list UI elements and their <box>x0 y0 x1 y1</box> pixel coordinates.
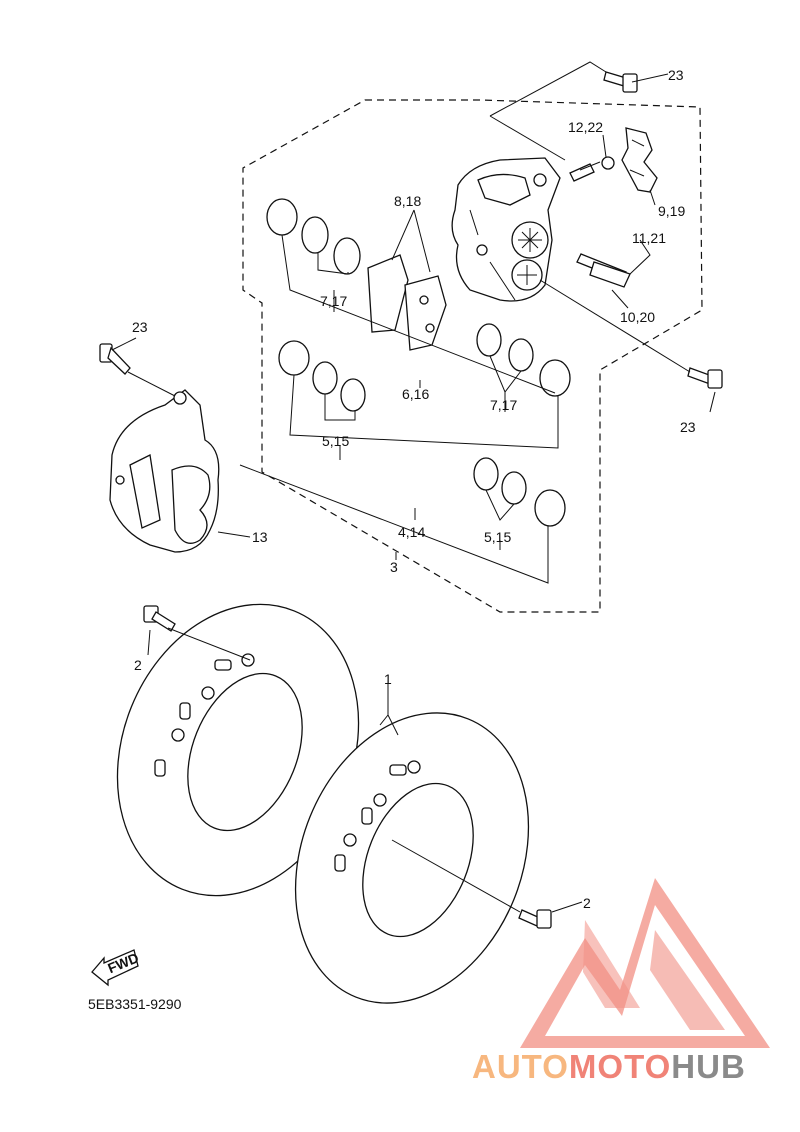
bolt-23-right <box>687 367 723 389</box>
watermark-logo-icon <box>520 878 770 1048</box>
callout-7-17-lower: 7,17 <box>490 397 517 413</box>
callout-4-14: 4,14 <box>398 524 425 540</box>
caliper-body-left <box>109 389 220 553</box>
watermark-wordmark: AUTOMOTOHUB <box>472 1048 792 1088</box>
bolt-23-left <box>99 343 131 375</box>
fwd-arrow-icon <box>91 949 139 987</box>
disc-bolt-right <box>518 909 552 929</box>
callout-3: 3 <box>390 559 398 575</box>
callout-8-18: 8,18 <box>394 193 421 209</box>
wordmark-part-auto: AUTO <box>472 1048 569 1085</box>
callout-11-21: 11,21 <box>632 230 666 246</box>
brake-disc-front <box>294 712 530 1004</box>
callout-23-top: 23 <box>668 67 684 83</box>
callout-23-right: 23 <box>680 419 696 435</box>
bolt-23-top <box>603 71 638 93</box>
piston-seals-upper <box>266 198 361 275</box>
leader-lines <box>111 61 716 913</box>
assembly-boundary <box>242 99 703 613</box>
caliper-body-right <box>451 157 561 302</box>
callout-12-22: 12,22 <box>568 119 603 135</box>
callout-23-left: 23 <box>132 319 148 335</box>
callout-5-15-upper: 5,15 <box>322 433 349 449</box>
callout-1: 1 <box>384 671 392 687</box>
wordmark-part-moto: MOTO <box>568 1048 672 1085</box>
brake-pads <box>367 254 447 351</box>
piston-seals-lower <box>473 457 566 527</box>
pad-pin <box>576 253 631 288</box>
callout-6-16: 6,16 <box>402 386 429 402</box>
brake-disc-rear <box>116 603 360 897</box>
callout-13: 13 <box>252 529 268 545</box>
pad-spring <box>621 127 658 193</box>
callout-2-right: 2 <box>583 895 591 911</box>
callout-9-19: 9,19 <box>658 203 685 219</box>
callout-5-15-lower: 5,15 <box>484 529 511 545</box>
disc-bolt-left <box>143 605 176 632</box>
piston-seals-middle <box>278 323 571 412</box>
callout-2-left: 2 <box>134 657 142 673</box>
callout-10-20: 10,20 <box>620 309 655 325</box>
callout-7-17-upper: 7,17 <box>320 293 347 309</box>
wordmark-part-hub: HUB <box>671 1048 746 1085</box>
catalog-code: 5EB3351-9290 <box>88 996 182 1012</box>
bleed-screw <box>569 156 615 182</box>
